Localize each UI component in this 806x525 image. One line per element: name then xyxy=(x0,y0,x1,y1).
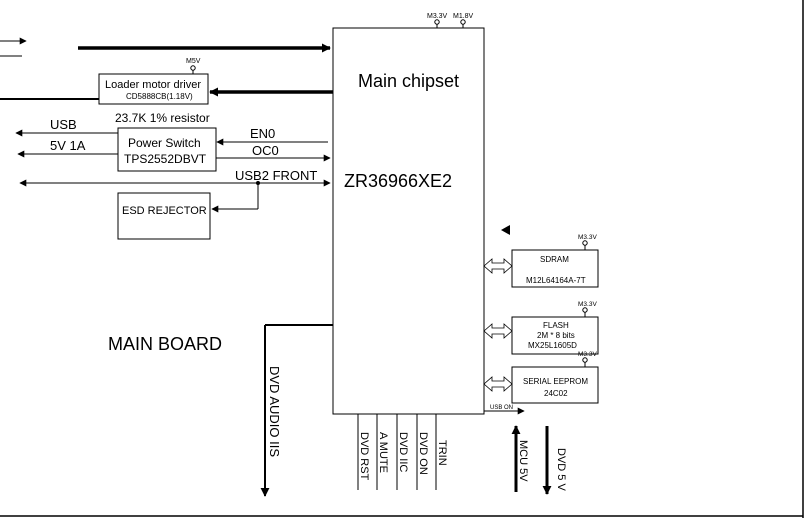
signal-a-mute: A MUTE xyxy=(377,432,389,473)
main-board-label: MAIN BOARD xyxy=(108,334,222,354)
power-switch-part: TPS2552DBVT xyxy=(124,152,207,166)
bottom-signal-lines xyxy=(357,414,437,490)
eeprom-name: SERIAL EEPROM xyxy=(523,377,588,386)
usb2-front-label: USB2 FRONT xyxy=(235,168,317,183)
esd-box xyxy=(117,192,211,240)
pointer-marker xyxy=(501,225,510,235)
signal-dvd-iic: DVD IIC xyxy=(397,432,409,472)
signal-dvd-rst: DVD RST xyxy=(358,432,370,481)
rail-m33-chipset: M3.3V xyxy=(427,13,448,20)
power-switch-box xyxy=(117,127,217,172)
flash-box xyxy=(511,316,599,355)
main-chipset-box xyxy=(332,27,485,415)
eeprom-rail: M3.3V xyxy=(578,351,597,358)
eeprom-bus-arrow xyxy=(483,376,513,392)
eeprom-part: 24C02 xyxy=(544,389,568,398)
dvd-5v-label: DVD 5 V xyxy=(555,448,567,491)
rail-m5v: M5V xyxy=(186,58,201,65)
signal-dvd-on: DVD ON xyxy=(417,432,429,475)
sdram-bus-arrow xyxy=(483,258,513,274)
sdram-part: M12L64164A-7T xyxy=(526,276,586,285)
esd-label: ESD REJECTOR xyxy=(122,205,207,217)
main-chipset-part: ZR36966XE2 xyxy=(344,171,452,191)
flash-rail: M3.3V xyxy=(578,301,597,308)
flash-bus-arrow xyxy=(483,323,513,339)
oc0-label: OC0 xyxy=(252,143,279,158)
mcu-5v-label: MCU 5V xyxy=(517,440,529,482)
chipset-power-rails xyxy=(434,19,466,28)
flash-size: 2M * 8 bits xyxy=(537,331,575,340)
sdram-box xyxy=(511,249,599,288)
sdram-name: SDRAM xyxy=(540,255,569,264)
flash-part: MX25L1605D xyxy=(528,341,577,350)
main-chipset-title: Main chipset xyxy=(358,71,459,91)
sdram-rail: M3.3V xyxy=(578,234,597,241)
usb-label: USB xyxy=(50,117,77,132)
flash-name: FLASH xyxy=(543,321,569,330)
loader-driver-box xyxy=(98,73,209,105)
loader-driver-part: CD5888CB(1.18V) xyxy=(126,92,193,101)
dvd-audio-label: DVD AUDIO IIS xyxy=(267,366,282,457)
usb-current-label: 5V 1A xyxy=(50,138,86,153)
usb-on-label: USB ON xyxy=(490,405,513,411)
signal-trin: TRIN xyxy=(436,440,448,466)
eeprom-box xyxy=(511,366,599,404)
loader-driver-title: Loader motor driver xyxy=(105,79,201,91)
resistor-note: 23.7K 1% resistor xyxy=(115,111,210,125)
rail-m18-chipset: M1.8V xyxy=(453,13,474,20)
en0-label: EN0 xyxy=(250,126,275,141)
power-switch-title: Power Switch xyxy=(128,136,201,150)
